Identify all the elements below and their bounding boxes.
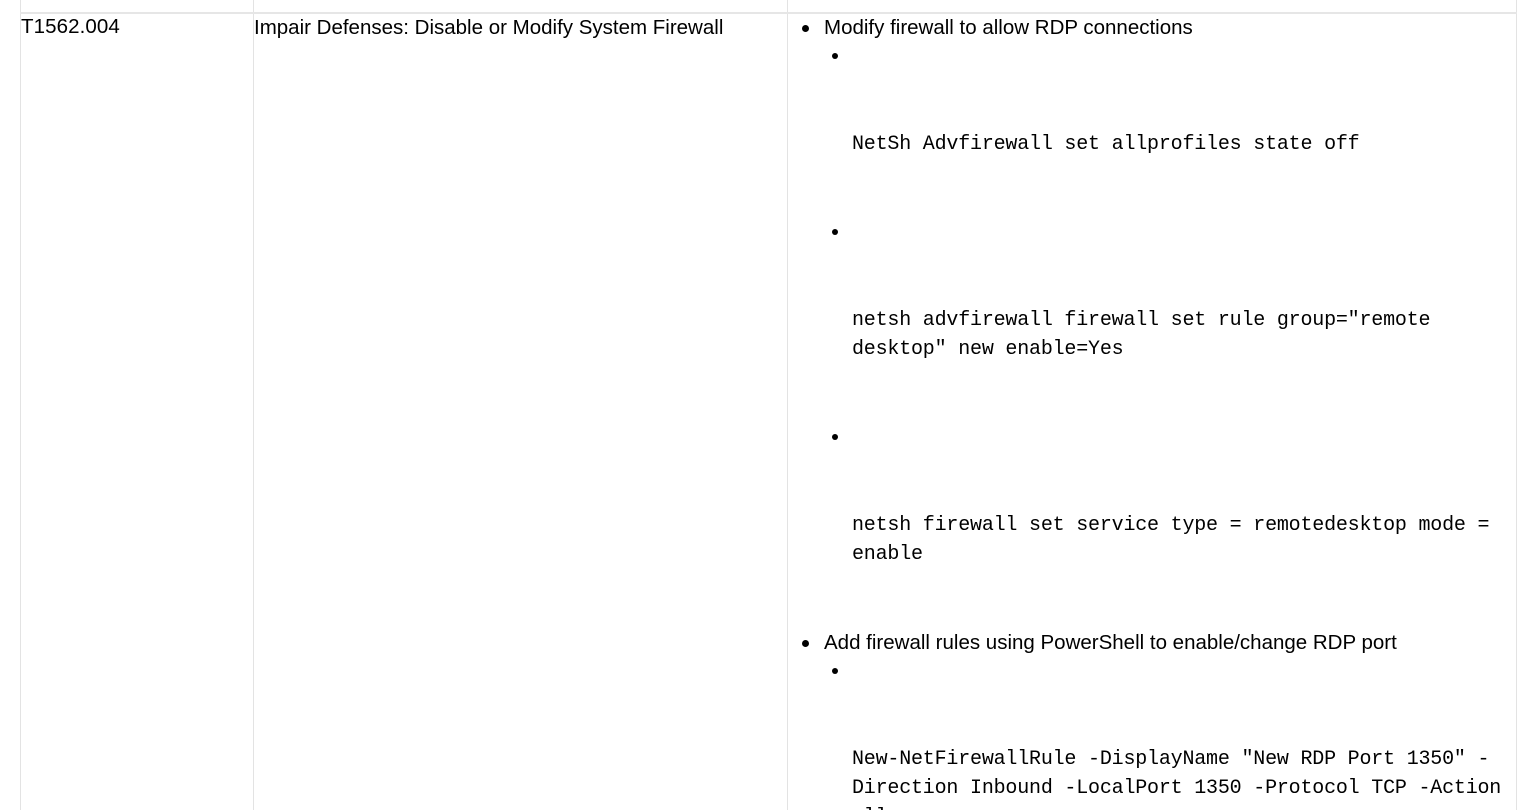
procedure-label: Add firewall rules using PowerShell to e… bbox=[824, 631, 1397, 654]
command-item: New-NetFirewallRule -DisplayName "New RD… bbox=[824, 658, 1516, 810]
procedure-item: Modify firewall to allow RDP connections… bbox=[788, 14, 1516, 627]
command-text: New-NetFirewallRule -DisplayName "New RD… bbox=[852, 748, 1502, 810]
command-text: netsh firewall set service type = remote… bbox=[852, 514, 1502, 566]
command-text: NetSh Advfirewall set allprofiles state … bbox=[852, 133, 1360, 156]
technique-table: T1562.004 Impair Defenses: Disable or Mo… bbox=[20, 0, 1517, 810]
cell-technique-id: T1562.004 bbox=[20, 13, 254, 810]
cell-technique-id-partial bbox=[20, 0, 254, 14]
bullet-icon bbox=[802, 629, 811, 657]
cell-technique-name-partial bbox=[253, 0, 788, 14]
cell-procedures-partial bbox=[787, 0, 1517, 14]
table-fragment-page: T1562.004 Impair Defenses: Disable or Mo… bbox=[20, 0, 1517, 810]
command-list: NetSh Advfirewall set allprofiles state … bbox=[824, 43, 1516, 627]
command-text: netsh advfirewall firewall set rule grou… bbox=[852, 309, 1443, 361]
bullet-icon bbox=[832, 43, 840, 72]
bullet-icon bbox=[802, 14, 811, 42]
command-item: NetSh Advfirewall set allprofiles state … bbox=[824, 43, 1516, 217]
command-list: New-NetFirewallRule -DisplayName "New RD… bbox=[824, 658, 1516, 810]
table-row-partial-clipped bbox=[20, 0, 1517, 14]
command-item: netsh advfirewall firewall set rule grou… bbox=[824, 219, 1516, 422]
cell-technique-name: Impair Defenses: Disable or Modify Syste… bbox=[253, 13, 788, 810]
bullet-icon bbox=[832, 219, 840, 248]
command-item: netsh firewall set service type = remote… bbox=[824, 424, 1516, 627]
procedure-item: Add firewall rules using PowerShell to e… bbox=[788, 629, 1516, 810]
bullet-icon bbox=[832, 658, 840, 687]
bullet-icon bbox=[832, 424, 840, 453]
table-row: T1562.004 Impair Defenses: Disable or Mo… bbox=[20, 13, 1517, 810]
cell-procedures: Modify firewall to allow RDP connections… bbox=[787, 13, 1517, 810]
procedure-label: Modify firewall to allow RDP connections bbox=[824, 16, 1193, 39]
procedure-list: Modify firewall to allow RDP connections… bbox=[788, 14, 1516, 810]
table-body: T1562.004 Impair Defenses: Disable or Mo… bbox=[20, 0, 1517, 810]
